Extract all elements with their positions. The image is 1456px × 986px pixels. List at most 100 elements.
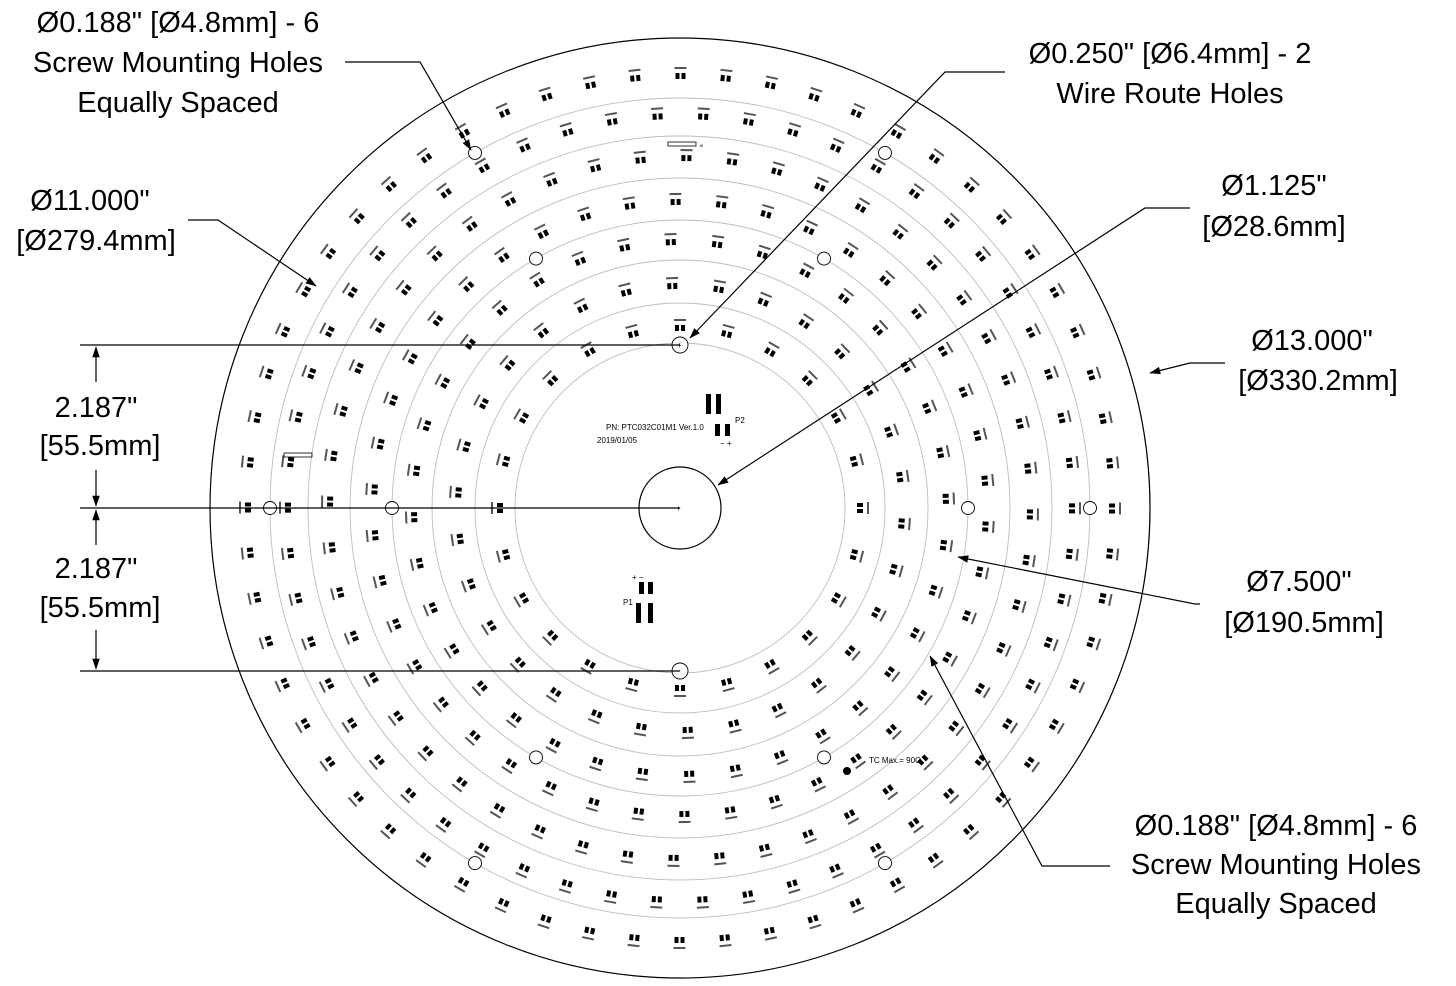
led-pad [683, 770, 696, 784]
middle-hole-4 [529, 251, 543, 266]
led-pad [258, 365, 274, 380]
outer-mounting-hole-5 [468, 145, 482, 160]
led-pad [545, 686, 562, 703]
svg-text:[Ø279.4mm]: [Ø279.4mm] [16, 225, 176, 257]
led-pad [1106, 456, 1120, 469]
callout-screw-holes-bottom: Ø0.188" [Ø4.8mm] - 6 Screw Mounting Hole… [929, 655, 1421, 920]
led-pad [427, 310, 444, 327]
led-pad [927, 852, 944, 869]
led-pad [729, 764, 743, 779]
led-pad [773, 750, 789, 766]
led-pad [240, 547, 254, 560]
svg-text:Ø1.125": Ø1.125" [1221, 170, 1326, 202]
led-pad [280, 547, 295, 561]
led-pad [814, 176, 829, 192]
led-pad [288, 409, 303, 423]
led-pad [618, 282, 632, 297]
led-pad [996, 642, 1012, 657]
led-pad [879, 269, 896, 287]
led-pad [495, 548, 511, 563]
led-pad [322, 542, 336, 555]
led-pad [771, 161, 785, 176]
led-pad [330, 586, 345, 601]
led-pad [1001, 371, 1017, 386]
led-pad [798, 313, 815, 330]
led-pad [1043, 365, 1060, 381]
led-pad [926, 254, 943, 271]
led-pad [1065, 455, 1080, 469]
led-pad [1048, 718, 1065, 735]
led-pad [898, 518, 911, 531]
led-pad [348, 359, 364, 374]
led-pad [281, 455, 295, 468]
led-pad [635, 767, 649, 782]
outer-mounting-hole-1 [1083, 501, 1097, 515]
led-pad [587, 709, 603, 725]
led-pad [589, 756, 604, 772]
led-pad [728, 719, 742, 734]
led-pad [301, 364, 317, 380]
led-pad [917, 754, 934, 771]
led-pad [942, 651, 958, 667]
led-pad [495, 453, 511, 468]
led-pad [889, 563, 904, 578]
led-pad [981, 473, 995, 487]
led-pad [571, 250, 587, 266]
led-pad [974, 754, 991, 771]
svg-text:2.187": 2.187" [55, 553, 138, 585]
led-pad [542, 370, 559, 387]
led-pad [416, 417, 432, 432]
led-pad [453, 876, 470, 893]
thermocouple-marker: TC Max.= 90C [843, 756, 921, 775]
led-pad [713, 279, 727, 294]
led-pad [715, 195, 729, 209]
led-pad [400, 787, 417, 804]
led-pad [922, 399, 938, 415]
led-pad [320, 495, 334, 508]
led-pad [801, 629, 818, 646]
middle-hole-5 [817, 251, 831, 266]
led-pad [757, 291, 773, 307]
led-pad [928, 584, 944, 599]
led-pad [319, 755, 336, 772]
led-pad [533, 223, 550, 240]
led-pad [495, 102, 511, 118]
led-pad [460, 578, 476, 593]
svg-text:[Ø330.2mm]: [Ø330.2mm] [1238, 365, 1398, 397]
led-pad [1022, 554, 1036, 568]
led-pad [386, 618, 402, 633]
led-pad [936, 445, 951, 459]
led-pad [974, 245, 992, 263]
led-pad [963, 176, 980, 193]
led-pad [669, 192, 682, 206]
led-pad [1086, 636, 1102, 651]
led-pad [529, 271, 545, 288]
led-pad [443, 643, 460, 659]
callout-ring-11: Ø11.000" [Ø279.4mm] [16, 185, 317, 287]
led-pad [505, 712, 522, 729]
led-pad [258, 635, 274, 650]
led-pad [247, 409, 262, 424]
led-pad [542, 629, 559, 646]
led-pad [515, 863, 531, 879]
outer-mounting-hole-3 [468, 856, 482, 871]
led-pad [1049, 282, 1066, 299]
led-pad [1057, 593, 1072, 607]
led-pad [896, 469, 910, 483]
led-pad [628, 68, 641, 82]
led-pad [829, 863, 844, 879]
led-pad [843, 809, 860, 825]
led-pad [333, 403, 348, 417]
led-pad [674, 319, 686, 331]
led-pad [370, 436, 385, 450]
led-pad [1026, 508, 1040, 521]
svg-text:Equally Spaced: Equally Spaced [77, 87, 279, 119]
led-pad [764, 658, 780, 675]
led-pad [363, 671, 379, 688]
led-pad [1106, 548, 1120, 561]
led-pad [395, 279, 412, 296]
led-pad [720, 323, 735, 339]
svg-text:Screw Mounting Holes: Screw Mounting Holes [33, 47, 323, 79]
led-pad [319, 322, 335, 338]
svg-text:Equally Spaced: Equally Spaced [1175, 888, 1377, 920]
